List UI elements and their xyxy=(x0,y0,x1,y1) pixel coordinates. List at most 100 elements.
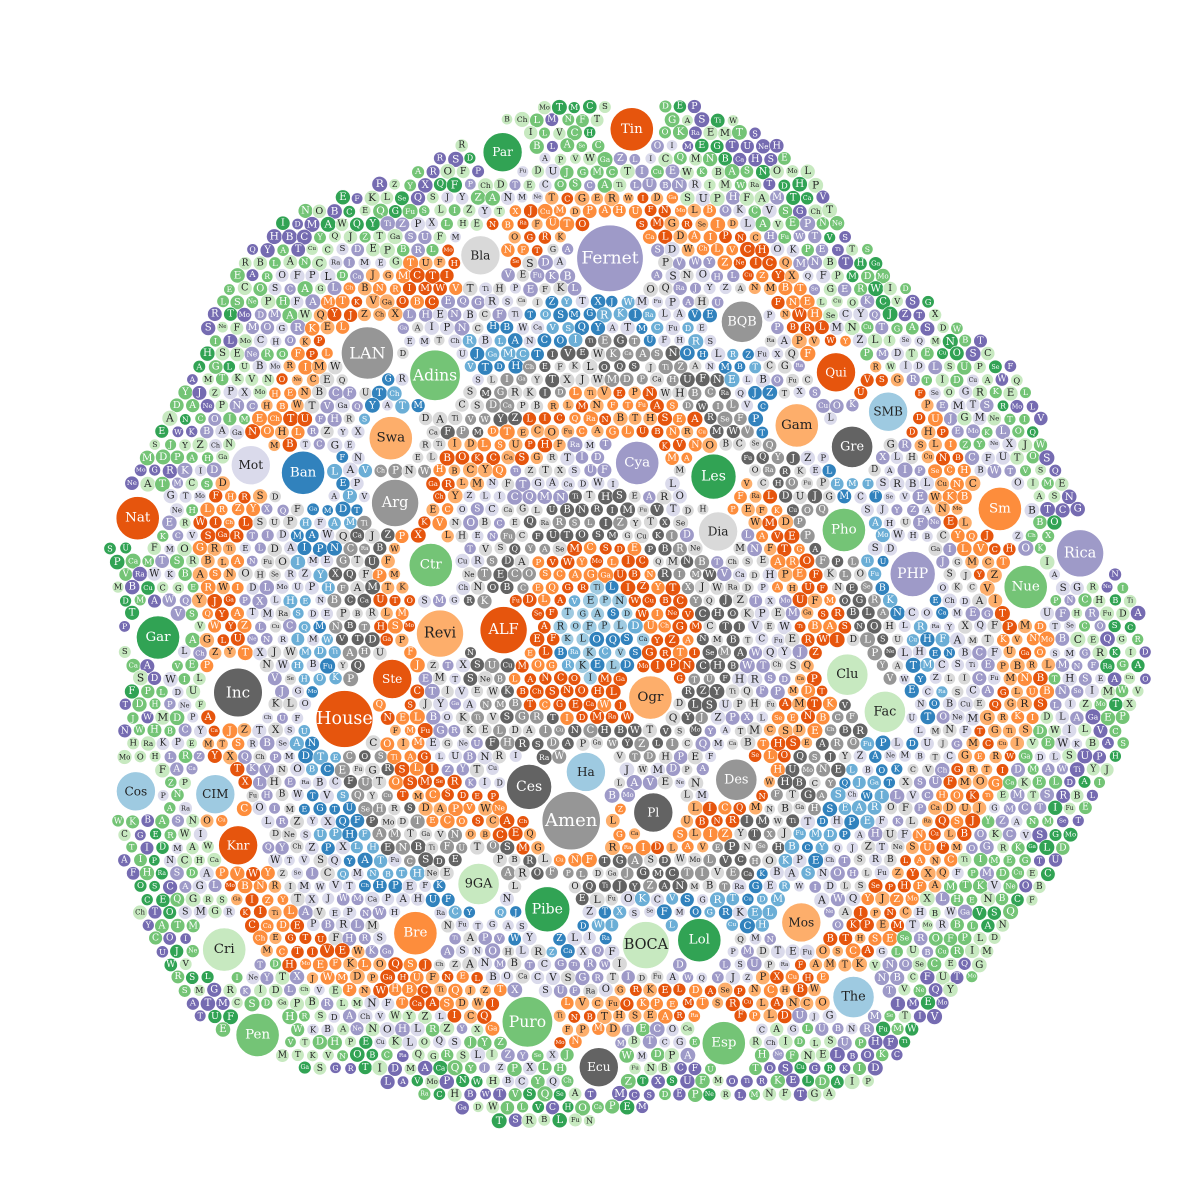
bubble-small: Se xyxy=(928,386,942,401)
bubble-circle xyxy=(139,450,156,466)
bubble-circle xyxy=(763,620,776,633)
bubble-circle xyxy=(756,476,770,491)
bubble-small: A xyxy=(283,540,299,556)
bubble-small: T xyxy=(575,293,590,309)
bubble-small: L xyxy=(216,555,230,569)
bubble-small: B xyxy=(343,619,357,633)
bubble-small: M xyxy=(544,112,559,127)
bubble-circle xyxy=(604,580,620,595)
bubble-small: I xyxy=(222,411,238,427)
bubble-circle xyxy=(275,215,291,231)
bubble-circle xyxy=(439,320,455,336)
bubble-circle xyxy=(633,527,650,544)
bubble-small: Z xyxy=(898,307,912,322)
bubble-small: E xyxy=(964,605,981,622)
bubble-circle xyxy=(642,281,659,298)
bubble-circle xyxy=(971,384,988,401)
bubble-small: A xyxy=(680,451,693,464)
bubble-small: Y xyxy=(943,621,956,634)
bubble-circle xyxy=(313,437,326,451)
bubble-small: I xyxy=(208,515,223,530)
bubble-small: Q xyxy=(276,504,290,517)
bubble-circle xyxy=(492,281,507,297)
bubble-small: L xyxy=(440,529,455,543)
bubble-small: S xyxy=(979,397,995,413)
bubble-circle xyxy=(336,581,350,595)
bubble-circle xyxy=(704,360,717,373)
bubble-circle xyxy=(380,553,396,569)
bubble-small: T xyxy=(523,308,537,321)
bubble-circle xyxy=(829,398,845,414)
bubble-circle xyxy=(731,124,748,141)
bubble-circle xyxy=(372,229,387,244)
bubble-circle xyxy=(657,541,673,557)
bubble-small: R xyxy=(342,412,356,425)
bubble-small: L xyxy=(606,555,620,569)
bubble-small: A xyxy=(304,293,322,310)
bubble-circle xyxy=(784,346,800,362)
bubble-circle xyxy=(208,359,224,375)
bubble-circle xyxy=(155,448,172,466)
bubble-small: A xyxy=(650,269,663,282)
bubble-circle xyxy=(199,424,215,439)
bubble-circle xyxy=(260,502,274,516)
bubble-small: M xyxy=(606,528,619,542)
bubble-small: Ra xyxy=(582,410,599,427)
bubble-circle xyxy=(462,514,479,531)
bubble-circle xyxy=(1001,619,1018,635)
bubble-small: D xyxy=(777,178,791,193)
bubble-circle xyxy=(1038,449,1056,467)
bubble-circle xyxy=(629,516,643,530)
bubble-small: S xyxy=(817,608,830,621)
bubble-circle xyxy=(942,514,959,530)
bubble-small: D xyxy=(949,373,965,388)
bubble-circle xyxy=(237,566,254,582)
bubble-circle xyxy=(807,334,821,348)
bubble-small: A xyxy=(484,190,501,207)
bubble-small: Ga xyxy=(596,151,614,168)
bubble-small: K xyxy=(989,385,1003,399)
bubble-circle xyxy=(417,594,432,609)
bubble-circle xyxy=(148,463,161,477)
bubble-small: V xyxy=(546,555,560,569)
bubble-circle xyxy=(206,593,223,610)
bubble-small: G xyxy=(162,488,179,504)
bubble-small: J xyxy=(574,372,591,388)
bubble-circle xyxy=(943,463,956,477)
bubble-small: Q xyxy=(973,619,988,633)
bubble-circle xyxy=(613,306,629,322)
bubble-small: T xyxy=(493,205,506,218)
bubble-small: Ga xyxy=(306,502,320,516)
bubble-circle xyxy=(171,476,184,490)
bubble-circle xyxy=(643,542,657,556)
bubble-small: W xyxy=(171,425,184,438)
bubble-small: N xyxy=(934,500,951,518)
bubble-circle xyxy=(522,359,537,375)
bubble-circle xyxy=(524,542,537,555)
bubble-small: L xyxy=(815,296,828,309)
bubble-circle xyxy=(200,320,216,336)
bubble-circle xyxy=(522,178,537,193)
bubble-circle xyxy=(552,280,569,297)
bubble-small: I xyxy=(275,215,291,231)
bubble-circle xyxy=(786,320,800,334)
bubble-circle xyxy=(642,410,658,427)
bubble-small: D xyxy=(958,595,972,608)
bubble-small: V xyxy=(552,126,567,141)
bubble-circle xyxy=(544,112,559,127)
bubble-circle xyxy=(313,516,327,530)
bubble-small: L xyxy=(1019,386,1032,399)
bubble-circle xyxy=(516,268,530,283)
bubble-circle xyxy=(761,202,778,219)
bubble-small: W xyxy=(207,618,222,634)
bubble-circle xyxy=(439,163,456,180)
bubble-circle xyxy=(574,216,590,232)
bubble-small: Y xyxy=(689,594,703,608)
bubble-circle xyxy=(686,411,704,428)
bubble-circle xyxy=(935,606,949,620)
bubble-small: V xyxy=(118,567,133,582)
bubble-small: M xyxy=(111,580,125,594)
bubble-circle xyxy=(326,411,343,428)
bubble-small: Ne xyxy=(245,295,259,309)
bubble-small: M xyxy=(364,578,381,596)
